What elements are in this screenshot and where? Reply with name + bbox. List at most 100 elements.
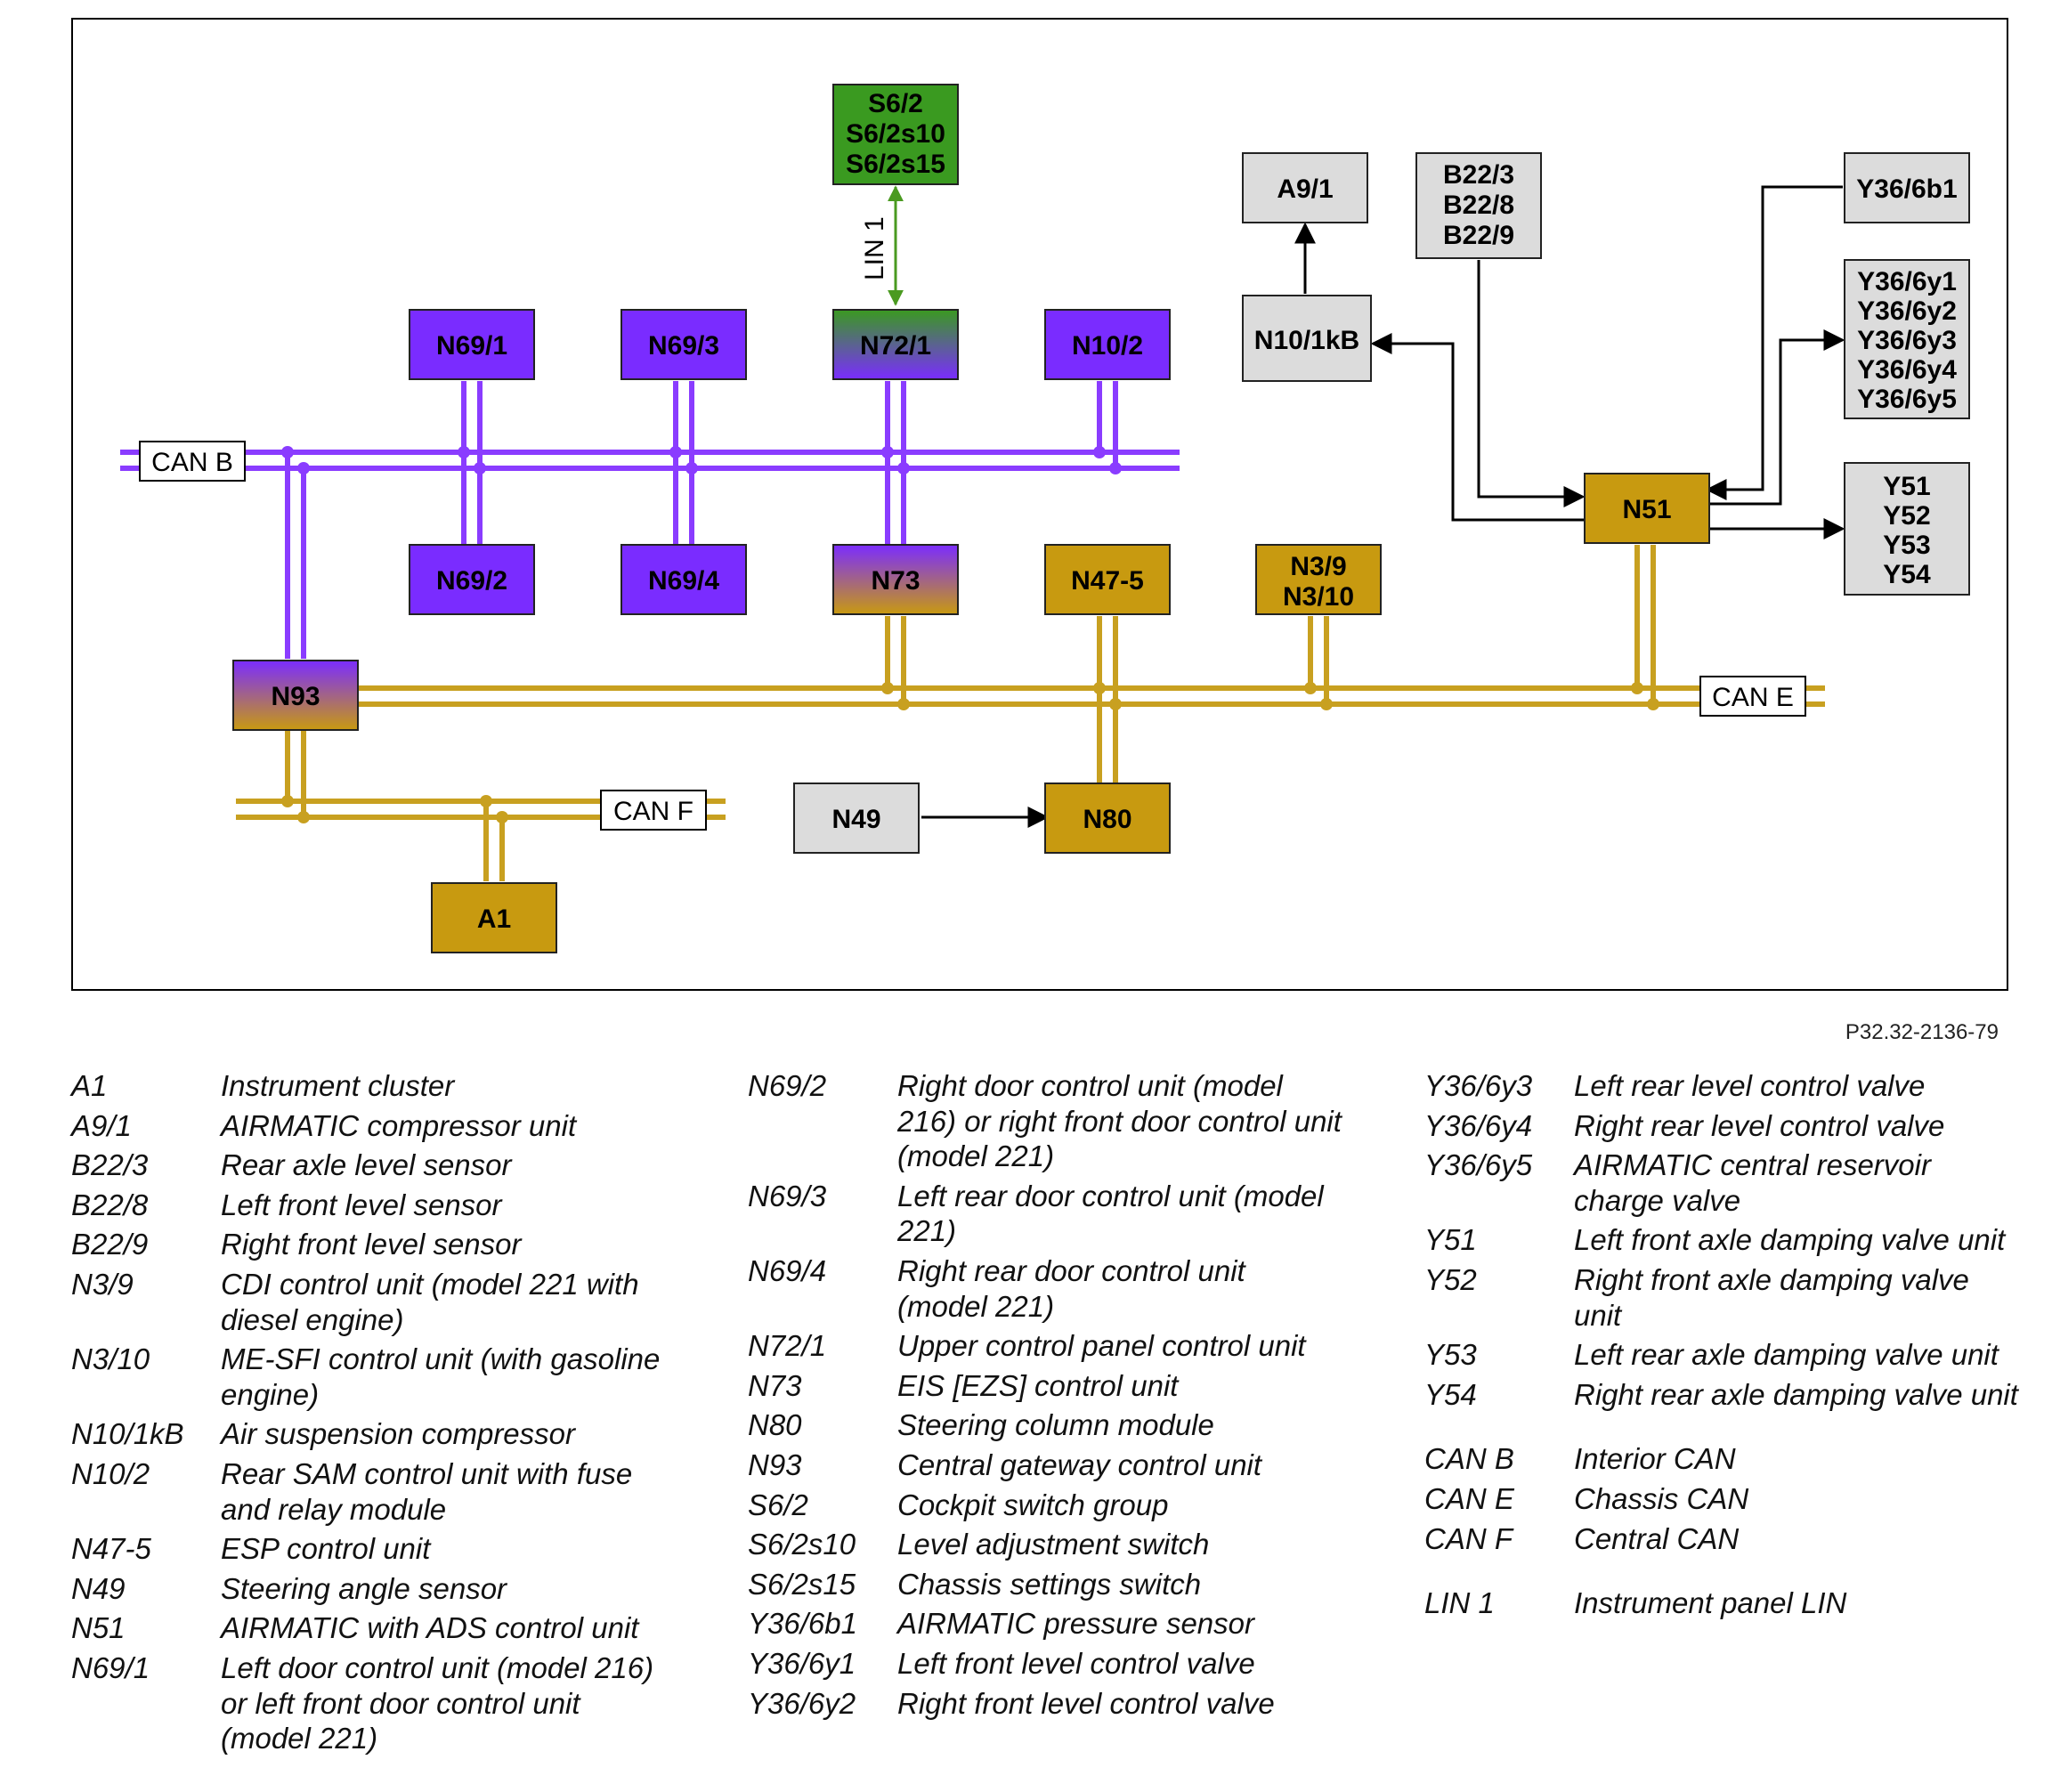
legend-row: N69/3 Left rear door control unit (model … (748, 1179, 1342, 1249)
box-n69-3: N69/3 (620, 309, 747, 380)
s6-2s15-label: S6/2s15 (846, 150, 945, 179)
legend-code: B22/8 (71, 1188, 149, 1221)
box-y36-6y-group: Y36/6y1 Y36/6y2 Y36/6y3 Y36/6y4 Y36/6y5 (1844, 259, 1970, 419)
n69-4-label: N69/4 (648, 566, 719, 596)
legend-description: Right rear level control valve (1574, 1108, 1945, 1142)
box-n69-1: N69/1 (409, 309, 535, 380)
legend-code: S6/2s15 (748, 1567, 856, 1601)
can-f-label: CAN F (613, 797, 693, 826)
legend-code: Y53 (1424, 1338, 1477, 1372)
legend-code: CAN F (1424, 1521, 1513, 1555)
y52-label: Y52 (1883, 501, 1930, 531)
legend-code: Y54 (1424, 1377, 1477, 1411)
legend-code: S6/2s10 (748, 1528, 856, 1561)
legend-code: N69/3 (748, 1179, 827, 1212)
can-f-junctions (281, 795, 508, 823)
legend-code: Y36/6b1 (748, 1607, 857, 1641)
legend-code: CAN B (1424, 1442, 1514, 1476)
n69-3-label: N69/3 (648, 331, 719, 361)
legend-code: N10/2 (71, 1456, 150, 1490)
legend-code: N72/1 (748, 1329, 827, 1363)
legend-description: Right rear door control unit (model 221) (897, 1253, 1245, 1323)
legend-row: N69/2 Right door control unit (model 216)… (748, 1068, 1342, 1174)
y36-6y2-label: Y36/6y2 (1857, 296, 1957, 326)
can-e-label: CAN E (1712, 683, 1794, 712)
legend-row: Y53 Left rear axle damping valve unit (1424, 1337, 2019, 1373)
y51-label: Y51 (1883, 472, 1930, 501)
legend-row: Y36/6b1 AIRMATIC pressure sensor (748, 1606, 1342, 1642)
can-b-label: CAN B (151, 448, 233, 477)
box-n72-1: N72/1 (832, 309, 959, 380)
legend-code: Y51 (1424, 1223, 1477, 1257)
legend-description: Right front level control valve (897, 1686, 1275, 1720)
legend-code: N80 (748, 1408, 802, 1442)
can-b-junctions (281, 446, 1122, 474)
legend-description: Left rear axle damping valve unit (1574, 1338, 1999, 1372)
b22-3-label: B22/3 (1443, 160, 1514, 190)
legend-spacer (1424, 1561, 2019, 1585)
legend-description: ESP control unit (221, 1532, 431, 1566)
n93-label: N93 (271, 682, 320, 711)
box-n47-5: N47-5 (1044, 544, 1171, 615)
s6-2-label: S6/2 (868, 89, 923, 118)
legend-description: Left rear door control unit (model 221) (897, 1179, 1324, 1248)
box-n3-group: N3/9 N3/10 (1255, 544, 1382, 615)
can-b-bus (120, 381, 1180, 659)
legend-description: Left door control unit (model 216) or le… (221, 1650, 654, 1756)
legend-description: Level adjustment switch (897, 1528, 1210, 1561)
legend-description: Left front level sensor (221, 1188, 502, 1221)
box-a9-1: A9/1 (1242, 152, 1368, 223)
box-n10-1kb: N10/1kB (1242, 295, 1372, 382)
y53-label: Y53 (1883, 531, 1930, 560)
legend-description: Right rear axle damping valve unit (1574, 1377, 2018, 1411)
n73-label: N73 (871, 566, 920, 596)
legend-description: Left front axle damping valve unit (1574, 1223, 2006, 1257)
n51-label: N51 (1622, 495, 1671, 524)
can-f-tag: CAN F (600, 790, 707, 831)
legend-description: AIRMATIC pressure sensor (897, 1607, 1254, 1641)
legend-description: Right door control unit (model 216) or r… (897, 1069, 1342, 1173)
legend-description: Cockpit switch group (897, 1488, 1169, 1521)
legend-code: N3/10 (71, 1342, 150, 1376)
box-y36-6b1: Y36/6b1 (1844, 152, 1970, 223)
legend-code: Y36/6y5 (1424, 1148, 1533, 1182)
box-a1: A1 (431, 882, 557, 953)
legend-code: A1 (71, 1069, 108, 1102)
y36-6y5-label: Y36/6y5 (1857, 385, 1957, 414)
legend-description: AIRMATIC compressor unit (221, 1108, 577, 1142)
legend-description: AIRMATIC with ADS control unit (221, 1611, 639, 1645)
n80-label: N80 (1083, 805, 1131, 834)
legend-row: Y51 Left front axle damping valve unit (1424, 1222, 2019, 1258)
legend-code: N69/2 (748, 1069, 827, 1102)
legend-code: Y36/6y2 (748, 1686, 856, 1720)
legend-code: N73 (748, 1368, 802, 1402)
box-n73: N73 (832, 544, 959, 615)
n3-10-label: N3/10 (1283, 582, 1354, 612)
legend-description: Steering angle sensor (221, 1571, 507, 1605)
legend-description: EIS [EZS] control unit (897, 1368, 1179, 1402)
legend-code: B22/9 (71, 1228, 149, 1261)
box-n69-2: N69/2 (409, 544, 535, 615)
y36-6b1-label: Y36/6b1 (1856, 174, 1957, 204)
legend-code: N69/1 (71, 1650, 150, 1684)
s6-2s10-label: S6/2s10 (846, 119, 945, 149)
n3-9-label: N3/9 (1290, 552, 1346, 581)
y36-6y3-label: Y36/6y3 (1857, 326, 1957, 355)
